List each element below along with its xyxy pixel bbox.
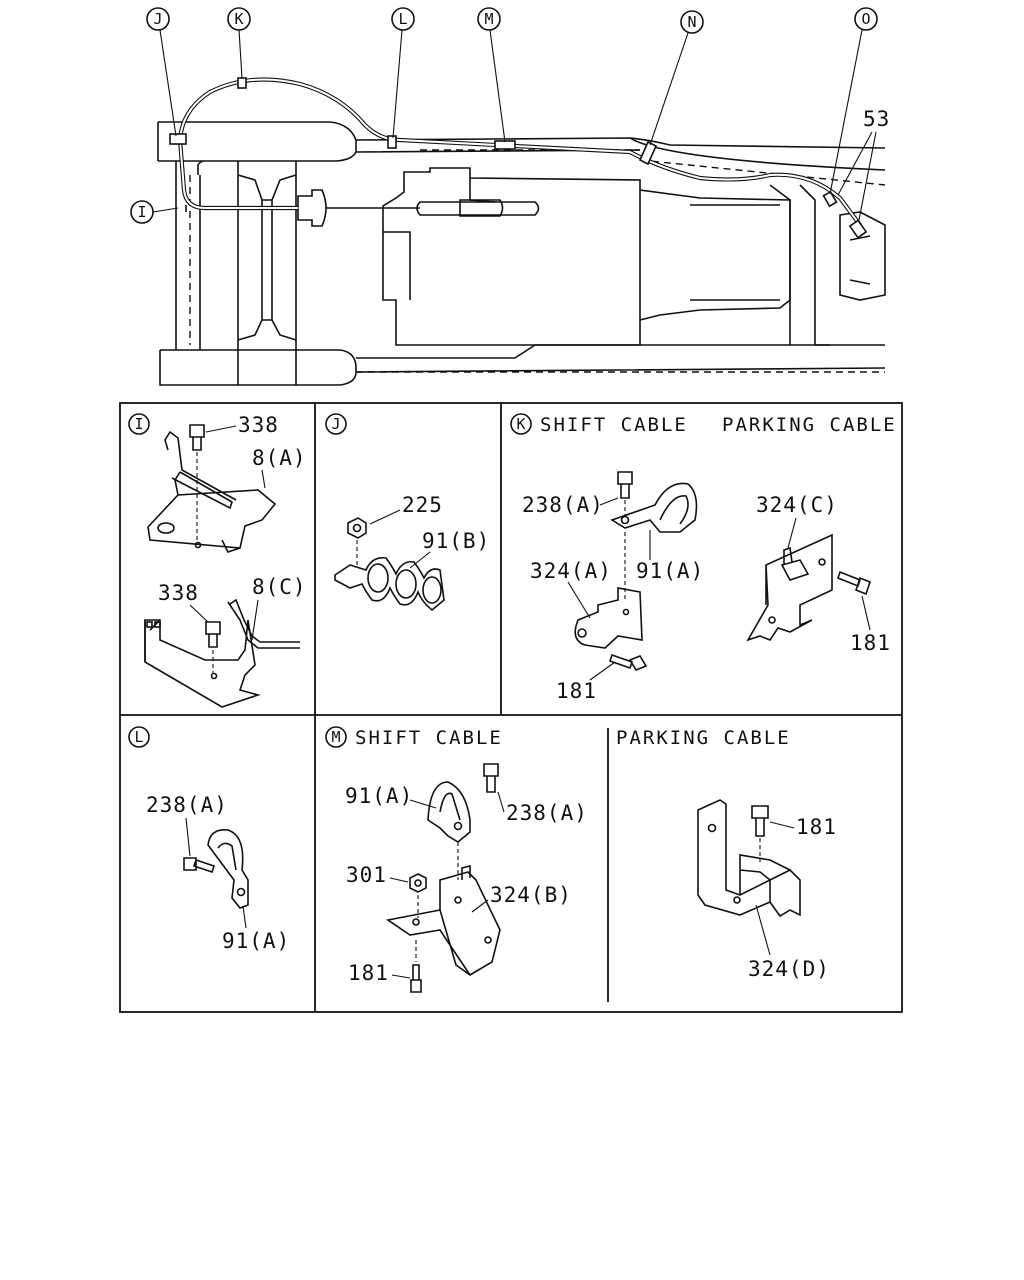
clip-91a-k [610,482,698,533]
panel-l: L 238(A) 91(A) [128,726,290,953]
svg-text:324(D): 324(D) [748,957,830,981]
clip-n-marker [638,140,658,166]
svg-text:181: 181 [348,961,389,985]
svg-text:N: N [687,13,696,31]
bolt-181-m [410,964,422,993]
svg-text:338: 338 [158,581,199,605]
detail-grid [119,402,903,1013]
bolt-338-upper [189,424,205,451]
bracket-8c [144,619,261,708]
panel-j-letter: J [325,413,347,435]
clip-91a-l [207,828,249,909]
panel-k-letter: K [510,413,532,435]
bolt-238a-k [617,471,633,499]
crossmember [237,161,297,350]
frame-rail-lower [159,349,886,386]
svg-text:K: K [234,10,243,28]
callout-k: K [227,7,251,79]
svg-text:I: I [134,415,143,433]
svg-text:L: L [398,10,407,28]
clip-k-marker [237,77,247,89]
bracket-8a [147,471,277,549]
svg-text:324(C): 324(C) [756,493,838,517]
clip-91b [334,556,445,612]
svg-text:238(A): 238(A) [522,493,604,517]
panel-i: I 338 8(A) 338 8(C) [128,413,307,708]
nut-301 [409,873,427,893]
bracket-324d [697,799,801,918]
svg-text:181: 181 [850,631,891,655]
svg-text:181: 181 [556,679,597,703]
overview-callouts: I J K L M N O [130,7,890,224]
svg-text:8(C): 8(C) [252,575,307,599]
svg-text:I: I [137,203,146,221]
panel-m-title-shift: SHIFT CABLE [355,727,503,749]
svg-text:91(A): 91(A) [345,784,413,808]
svg-text:O: O [861,10,870,28]
panel-m: M SHIFT CABLE PARKING CABLE 91(A) 238(A)… [325,726,837,993]
svg-text:J: J [331,415,340,433]
svg-text:J: J [153,10,162,28]
callout-53: 53 [837,107,890,221]
bracket-324b [385,871,501,977]
clip-o-marker [822,190,838,208]
callout-n: N [649,10,704,146]
part-53-marker [848,219,868,239]
cable-bracket-end [297,189,327,227]
output-housing [839,211,886,301]
panel-i-letter: I [128,413,150,435]
callout-m: M [477,7,506,143]
svg-text:181: 181 [796,815,837,839]
panel-m-letter: M [325,726,347,748]
clip-m-marker [494,140,516,150]
panel-k-title-parking: PARKING CABLE [722,414,897,436]
bracket-324c [746,533,833,642]
svg-text:K: K [516,415,525,433]
svg-text:M: M [331,728,340,746]
svg-text:91(A): 91(A) [222,929,290,953]
bolt-238a-m [483,763,499,793]
svg-text:91(A): 91(A) [636,559,704,583]
shift-cable [177,77,862,227]
transmission [382,167,791,346]
svg-text:238(A): 238(A) [146,793,228,817]
callout-i: I [130,200,179,224]
bolt-181-k-c [837,570,871,596]
clip-l-marker [387,135,397,149]
callout-o: O [829,7,878,195]
svg-text:L: L [134,728,143,746]
svg-text:225: 225 [402,493,443,517]
panel-l-letter: L [128,726,150,748]
svg-text:324(B): 324(B) [490,883,572,907]
frame-rail-upper [158,121,886,175]
bolt-181-m-d [751,805,769,837]
bolt-238a-l [183,857,216,874]
bolt-181-k [608,653,648,671]
svg-text:324(A): 324(A) [530,559,612,583]
svg-text:301: 301 [346,863,387,887]
panel-k-title-shift: SHIFT CABLE [540,414,688,436]
bolt-338-lower [205,621,221,648]
svg-text:238(A): 238(A) [506,801,588,825]
svg-text:53: 53 [863,107,890,131]
panel-j: J 225 91(B) [325,413,490,612]
svg-text:8(A): 8(A) [252,446,307,470]
panel-k: K SHIFT CABLE PARKING CABLE 238(A) 91(A)… [510,413,897,703]
panel-m-title-parking: PARKING CABLE [616,727,791,749]
svg-text:338: 338 [238,413,279,437]
callout-l: L [391,7,415,139]
callout-j: J [146,7,177,137]
svg-text:91(B): 91(B) [422,529,490,553]
chassis-overview [157,77,886,386]
clip-j-marker [169,133,187,145]
clip-91a-m [427,781,471,843]
nut-225 [347,517,367,539]
svg-text:M: M [484,10,493,28]
bracket-324a [574,587,643,649]
